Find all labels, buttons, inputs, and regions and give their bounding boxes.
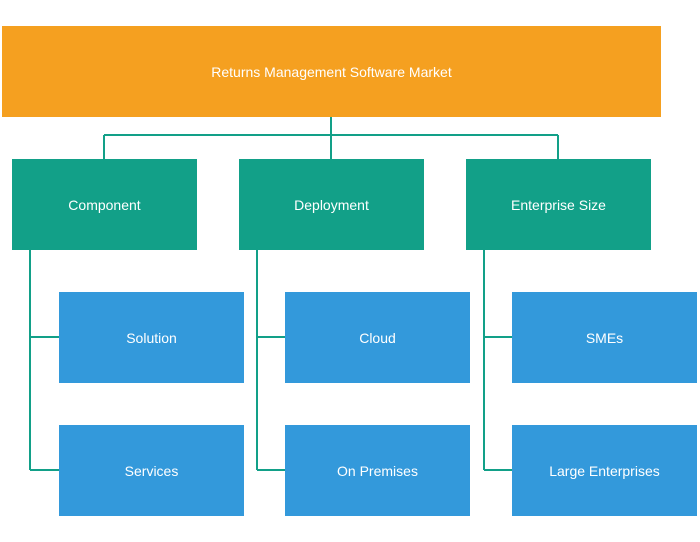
leaf-node-services: Services (59, 425, 244, 516)
leaf-label: Cloud (359, 329, 396, 346)
root-node: Returns Management Software Market (2, 26, 661, 117)
leaf-node-large-enterprises: Large Enterprises (512, 425, 697, 516)
leaf-node-solution: Solution (59, 292, 244, 383)
category-node-enterprise-size: Enterprise Size (466, 159, 651, 250)
leaf-label: SMEs (585, 329, 624, 346)
category-label: Enterprise Size (511, 196, 606, 213)
root-node-label: Returns Management Software Market (211, 63, 452, 80)
leaf-label: Large Enterprises (549, 462, 660, 479)
leaf-node-cloud: Cloud (285, 292, 470, 383)
leaf-node-on-premises: On Premises (285, 425, 470, 516)
leaf-label: On Premises (337, 462, 418, 479)
leaf-node-smes: SMEs (512, 292, 697, 383)
leaf-label: Services (124, 462, 179, 479)
category-node-deployment: Deployment (239, 159, 424, 250)
category-node-component: Component (12, 159, 197, 250)
category-label: Deployment (294, 196, 369, 213)
category-label: Component (68, 196, 141, 213)
leaf-label: Solution (126, 329, 177, 346)
